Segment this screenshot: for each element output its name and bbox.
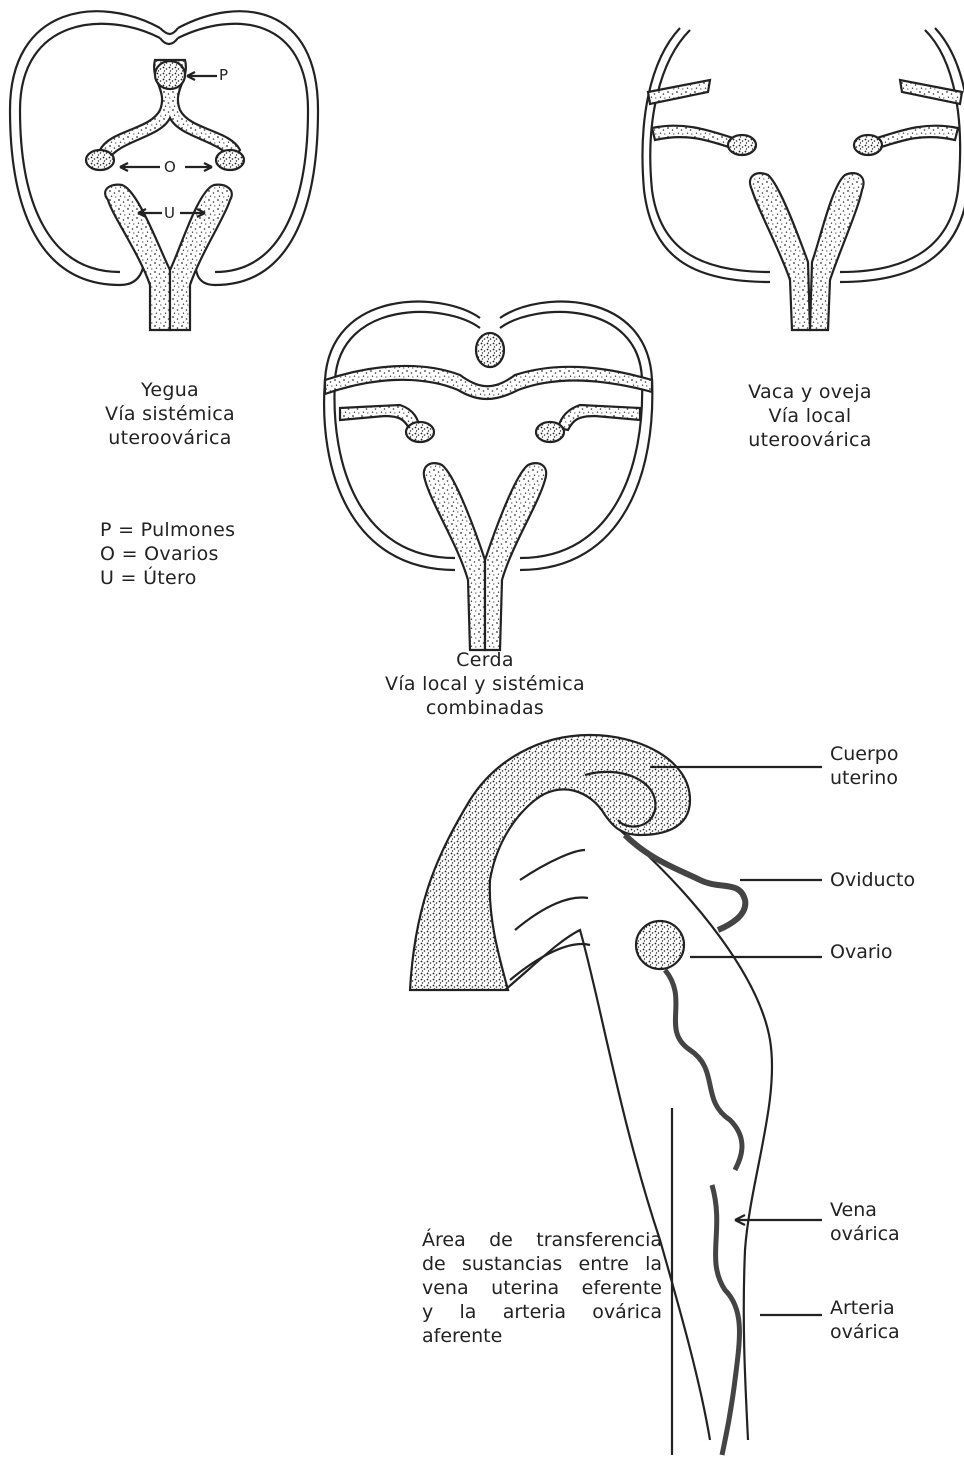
- detail-ovarian-artery: [665, 970, 742, 1455]
- sow-lungs: [476, 333, 504, 367]
- legend: P = Pulmones O = Ovarios U = Útero: [100, 518, 235, 590]
- label-ovarian-vein: Vena ovárica: [830, 1198, 900, 1246]
- cow-uterus-right: [810, 173, 864, 330]
- sow-diagram: [324, 302, 652, 650]
- mare-right-ovary: [216, 150, 244, 170]
- sow-left-ovary: [406, 422, 434, 442]
- sow-caption-name: Cerda: [370, 648, 600, 672]
- cow-caption-name: Vaca y oveja: [730, 380, 890, 404]
- label-transfer-area: Área de transferencia de sustancias entr…: [422, 1228, 662, 1348]
- detail-ovary: [636, 921, 684, 969]
- legend-p: P = Pulmones: [100, 518, 235, 542]
- label-ovary: Ovario: [830, 940, 893, 964]
- mare-mark-u: U: [162, 204, 177, 222]
- cow-caption-line1: Vía local: [730, 404, 890, 428]
- sow-right-ovarian-vessel: [558, 405, 640, 430]
- sow-caption: Cerda Vía local y sistémica combinadas: [370, 648, 600, 720]
- detail-horn-outline-right: [620, 830, 772, 1440]
- legend-u: U = Útero: [100, 566, 235, 590]
- cow-right-vessel: [870, 80, 962, 150]
- sow-cross-vessel: [325, 366, 652, 399]
- mare-mark-o: O: [162, 158, 178, 176]
- detail-horn-outline-left: [505, 930, 710, 1440]
- mare-caption-line1: Vía sistémica: [100, 402, 240, 426]
- cow-right-ovary: [854, 135, 882, 155]
- detail-oviduct: [625, 835, 745, 930]
- cow-left-vessel: [648, 80, 740, 150]
- sow-right-ovary: [536, 422, 564, 442]
- mare-lungs: [155, 61, 185, 89]
- mare-caption-line2: uteroovárica: [100, 426, 240, 450]
- cow-uterus-left: [750, 173, 810, 330]
- mare-left-ovary: [86, 150, 114, 170]
- cow-left-horn-inner: [643, 28, 771, 282]
- mare-uterus-right-horn: [170, 185, 232, 330]
- sow-caption-line1: Vía local y sistémica: [370, 672, 600, 696]
- cow-left-ovary: [728, 135, 756, 155]
- sow-caption-line2: combinadas: [370, 696, 600, 720]
- detail-folds: [510, 850, 590, 980]
- label-ovarian-artery: Arteria ovárica: [830, 1296, 900, 1344]
- cow-right-horn-inner: [840, 28, 964, 282]
- label-oviduct: Oviducto: [830, 868, 915, 892]
- mare-top-join: [160, 28, 178, 44]
- mare-caption-name: Yegua: [100, 378, 240, 402]
- legend-o: O = Ovarios: [100, 542, 235, 566]
- mare-caption: Yegua Vía sistémica uteroovárica: [100, 378, 240, 450]
- cow-caption: Vaca y oveja Vía local uteroovárica: [730, 380, 890, 452]
- mare-uterus-left-horn: [105, 185, 170, 330]
- label-uterine-body: Cuerpo uterino: [830, 742, 899, 790]
- mare-mark-p: P: [217, 66, 230, 84]
- cow-sheep-diagram: [643, 28, 964, 330]
- cow-caption-line2: uteroovárica: [730, 428, 890, 452]
